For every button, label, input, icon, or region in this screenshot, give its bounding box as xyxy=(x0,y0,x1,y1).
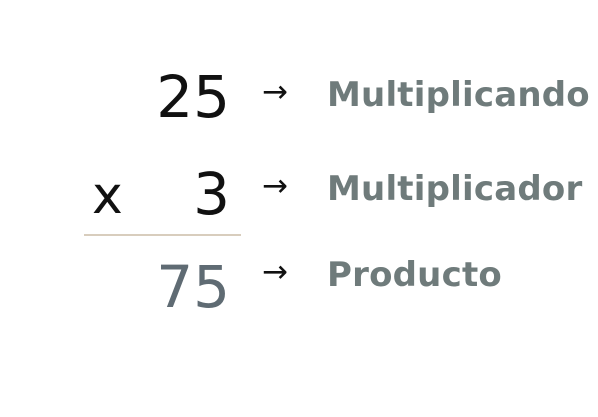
arrow-right-icon: → xyxy=(262,168,288,204)
multiplier-label: Multiplicador xyxy=(327,169,583,209)
product-number: 75 xyxy=(156,253,230,321)
multiplication-sign: x xyxy=(92,166,123,226)
multiplicand-number: 25 xyxy=(156,63,230,131)
arrow-right-icon: → xyxy=(262,254,288,290)
multiplicand-label: Multiplicando xyxy=(327,75,590,115)
multiplier-number: 3 xyxy=(193,160,230,228)
product-label: Producto xyxy=(327,255,502,295)
result-divider-line xyxy=(84,234,241,236)
arrow-right-icon: → xyxy=(262,74,288,110)
